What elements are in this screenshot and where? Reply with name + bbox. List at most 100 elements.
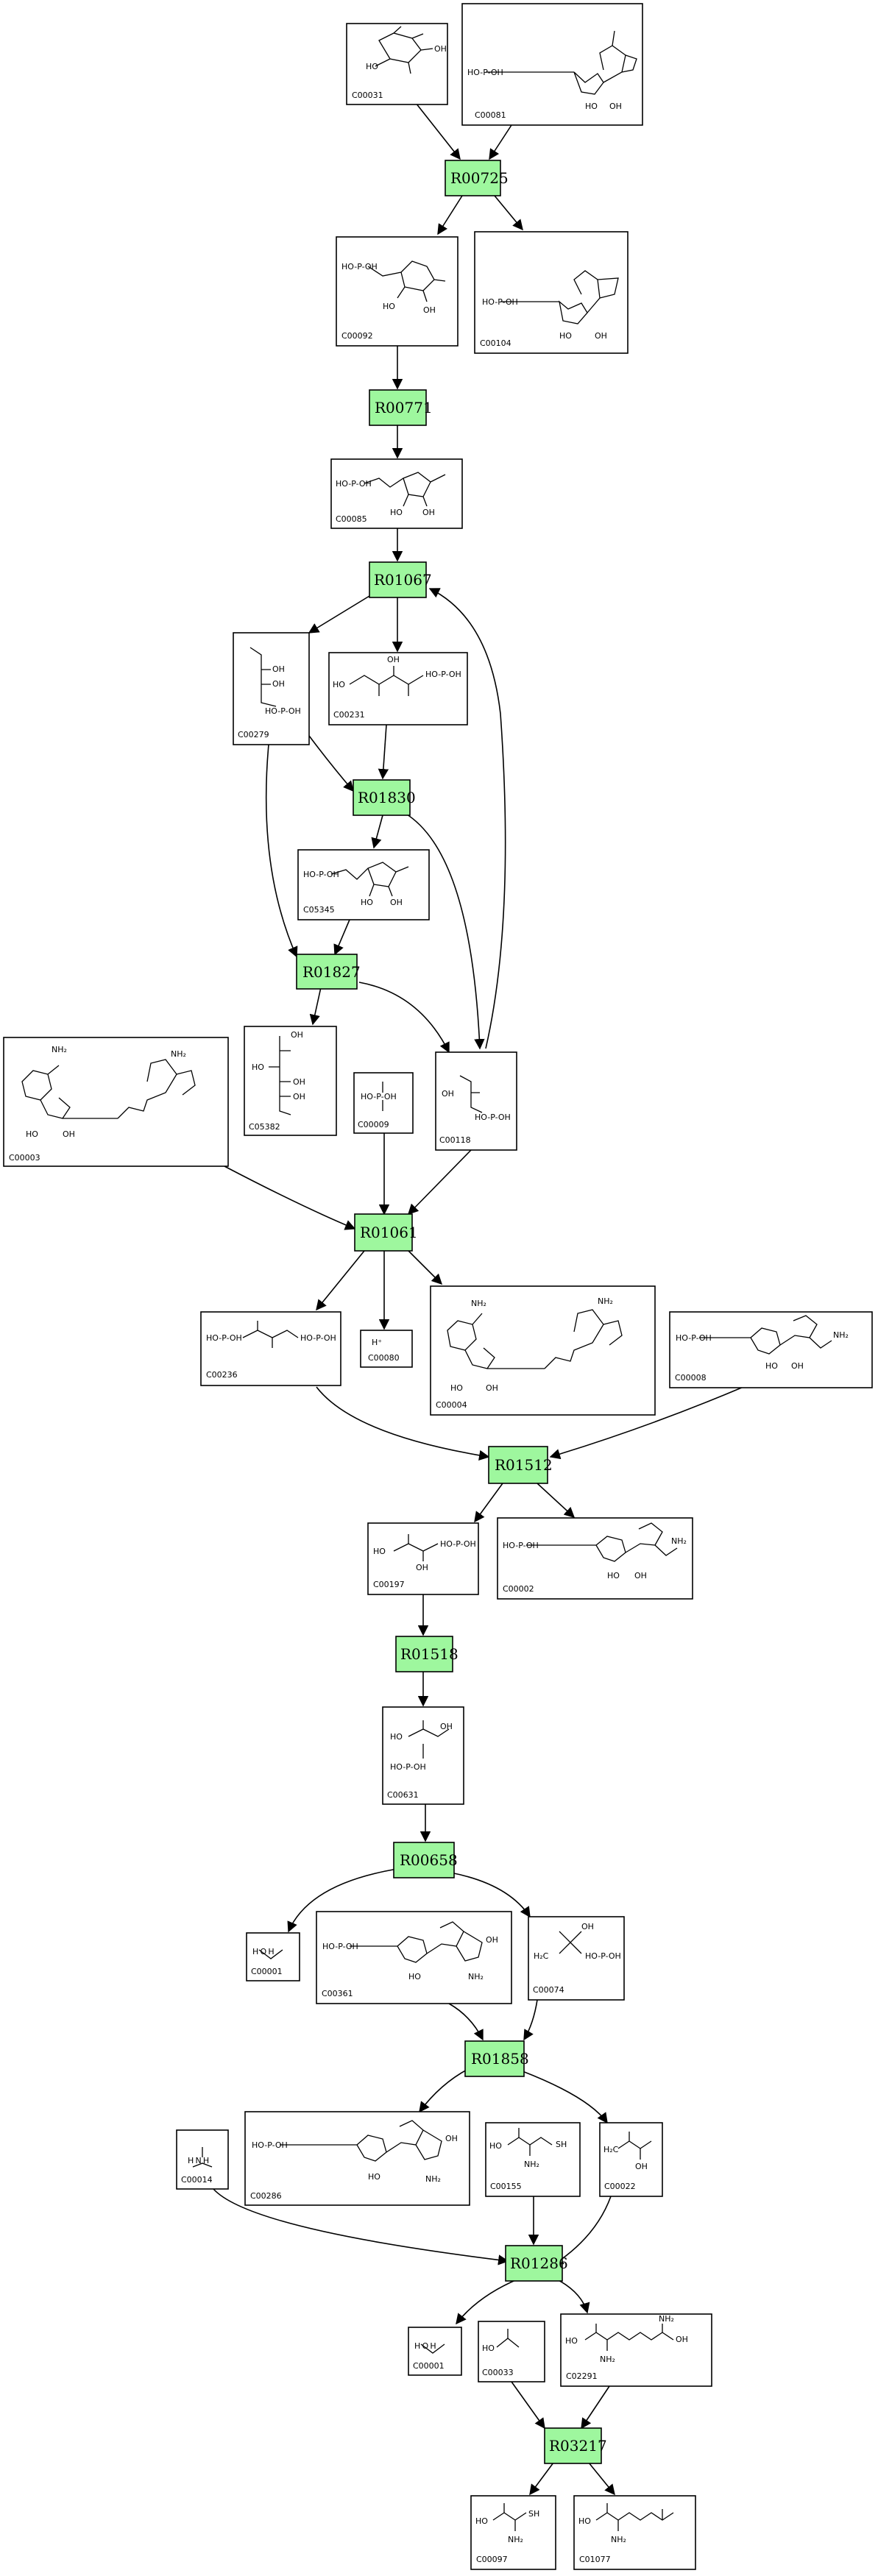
atom-label: HO	[361, 898, 373, 907]
reaction-r01858[interactable]: R01858	[464, 2040, 529, 2077]
atom-label: OH	[442, 1089, 454, 1099]
compound-c00009[interactable]: HO-P-OH C00009	[353, 1072, 414, 1134]
compound-c00118[interactable]: OH HO-P-OH C00118	[435, 1051, 517, 1151]
compound-c00155[interactable]: HO SH NH₂ C00155	[485, 2122, 581, 2197]
structure-c02291	[584, 2324, 674, 2351]
reaction-r00725[interactable]: R00725	[445, 160, 509, 196]
compound-c00361[interactable]: HO-P-OH OH HO NH₂ C00361	[316, 1911, 512, 2004]
atom-label: NH₂	[671, 1536, 687, 1546]
compound-c00236[interactable]: HO-P-OH HO-P-OH C00236	[200, 1311, 341, 1386]
atom-label: OH	[486, 1383, 498, 1393]
reaction-nodes: R00725 R00771 R01067 R01830 R01827 R0106…	[296, 160, 607, 2464]
reaction-r01518[interactable]: R01518	[395, 1636, 459, 1672]
edge-r01286-c00001b	[456, 2278, 520, 2325]
compound-c00074[interactable]: OH H₂C HO-P-OH C00074	[528, 1916, 625, 2001]
reaction-r03217[interactable]: R03217	[544, 2427, 607, 2464]
atom-label: OH	[423, 305, 436, 315]
compound-c00104[interactable]: HO-P-OH HO OH C00104	[474, 231, 629, 354]
atom-label: OH	[387, 655, 400, 664]
compound-c01077[interactable]: HO NH₂ C01077	[573, 2495, 696, 2570]
atom-label: HO-P-OH	[252, 2140, 288, 2150]
reaction-r01827[interactable]: R01827	[296, 954, 361, 990]
compound-c00631[interactable]: HO OH HO-P-OH C00631	[382, 1706, 464, 1805]
atom-label: H N H	[188, 2156, 209, 2165]
structure-c00286	[280, 2120, 442, 2162]
compound-label-c00104: C00104	[480, 338, 511, 348]
edge-r01830-c05345	[371, 815, 383, 849]
atom-label: HO	[26, 1129, 38, 1139]
compound-c00081[interactable]: HO-P-OH HO OH C00081	[461, 3, 643, 126]
atom-label: SH	[528, 2509, 539, 2519]
edge-r01858-c00286	[419, 2067, 472, 2113]
compound-c00286[interactable]: HO-P-OH OH HO NH₂ C00286	[244, 2111, 470, 2206]
atom-label: NH₂	[598, 1296, 613, 1306]
atom-label: HO	[578, 2516, 591, 2526]
atom-label: HO	[765, 1361, 778, 1371]
compound-c00279[interactable]: OH OH HO-P-OH C00279	[233, 632, 310, 745]
reaction-r01286[interactable]: R01286	[505, 2245, 568, 2282]
structure-c05382	[269, 1036, 291, 1115]
reaction-r00771[interactable]: R00771	[369, 389, 433, 426]
reaction-r01067[interactable]: R01067	[369, 561, 432, 598]
compound-c00002[interactable]: HO-P-OH NH₂ HO OH C00002	[497, 1517, 693, 1600]
compound-c00001-a[interactable]: H O H C00001	[246, 1932, 300, 1981]
edge-c00008-r01512	[549, 1386, 744, 1460]
compound-c00097[interactable]: HO SH NH₂ C00097	[470, 2495, 556, 2570]
compound-label-c00236: C00236	[206, 1370, 238, 1380]
atom-label: OH	[676, 2335, 688, 2344]
reaction-r01512[interactable]: R01512	[488, 1446, 553, 1484]
reaction-label-r01286: R01286	[510, 2254, 568, 2272]
compound-c00001-b[interactable]: H O H C00001	[408, 2327, 462, 2376]
compound-label-c00631: C00631	[387, 1790, 419, 1800]
compound-c02291[interactable]: HO OH NH₂ NH₂ C02291	[560, 2313, 712, 2387]
compound-c00085[interactable]: HO-P-OH HO OH C00085	[330, 458, 463, 529]
atom-label: NH₂	[508, 2535, 523, 2544]
compound-c00231[interactable]: HO HO-P-OH OH C00231	[328, 652, 468, 725]
compound-label-c00118: C00118	[439, 1135, 471, 1145]
compound-label-c00097: C00097	[476, 2555, 508, 2564]
reaction-r01061[interactable]: R01061	[354, 1213, 418, 1252]
atom-label: HO	[408, 1972, 421, 1981]
compound-c05345[interactable]: HO-P-OH HO OH C05345	[297, 849, 430, 920]
structure-c00118	[459, 1075, 483, 1113]
edge-r00725-c00092	[437, 195, 463, 235]
atom-label: NH₂	[425, 2174, 441, 2184]
atom-label: HO-P-OH	[322, 1942, 358, 1951]
structure-c00085	[364, 472, 446, 507]
compound-c05382[interactable]: OH HO OH OH C05382	[244, 1026, 337, 1136]
edge-r01830-c00118	[404, 812, 485, 1050]
atom-label: OH	[422, 508, 435, 517]
structure-c00004	[447, 1309, 623, 1369]
compound-c00031[interactable]: HO OH C00031	[346, 23, 448, 105]
reaction-r00658[interactable]: R00658	[393, 1842, 458, 1878]
structure-c00197	[393, 1534, 439, 1561]
compound-c00197[interactable]: HO HO-P-OH OH C00197	[367, 1522, 479, 1595]
compound-label-c05382: C05382	[249, 1122, 280, 1132]
structure-c00001-b	[420, 2343, 445, 2354]
compound-c00092[interactable]: HO-P-OH HO OH C00092	[336, 236, 459, 347]
compound-label-c00002: C00002	[503, 1584, 534, 1594]
atom-label: OH	[581, 1922, 594, 1931]
atom-label: OH	[595, 331, 607, 341]
compound-c00008[interactable]: HO-P-OH NH₂ HO OH C00008	[669, 1311, 873, 1388]
structure-c00001-a	[258, 1949, 283, 1959]
compound-c00003[interactable]: NH₂ NH₂ HO OH C00003	[3, 1037, 229, 1167]
compound-c00080[interactable]: H⁺ C00080	[360, 1330, 413, 1368]
structure-c05345	[330, 862, 409, 897]
compound-c00022[interactable]: H₂C OH C00022	[599, 2122, 663, 2197]
structure-c00631	[408, 1720, 450, 1759]
reaction-r01830[interactable]: R01830	[353, 779, 416, 816]
compound-label-c00279: C00279	[238, 730, 269, 739]
edge-r00725-c00104	[494, 195, 523, 231]
compound-c00004[interactable]: NH₂ NH₂ HO OH C00004	[430, 1285, 656, 1416]
reaction-label-r01518: R01518	[400, 1645, 459, 1663]
atom-label: HO-P-OH	[265, 706, 301, 716]
compound-c00014[interactable]: H N H C00014	[176, 2129, 229, 2190]
compound-c00033[interactable]: HO C00033	[478, 2321, 545, 2382]
edge-r00658-c00001a	[287, 1868, 398, 1933]
atom-label: HO-P-OH	[503, 1541, 539, 1550]
structure-c00022	[617, 2132, 652, 2160]
atom-label: NH₂	[659, 2314, 674, 2324]
structure-c00097	[492, 2503, 527, 2531]
